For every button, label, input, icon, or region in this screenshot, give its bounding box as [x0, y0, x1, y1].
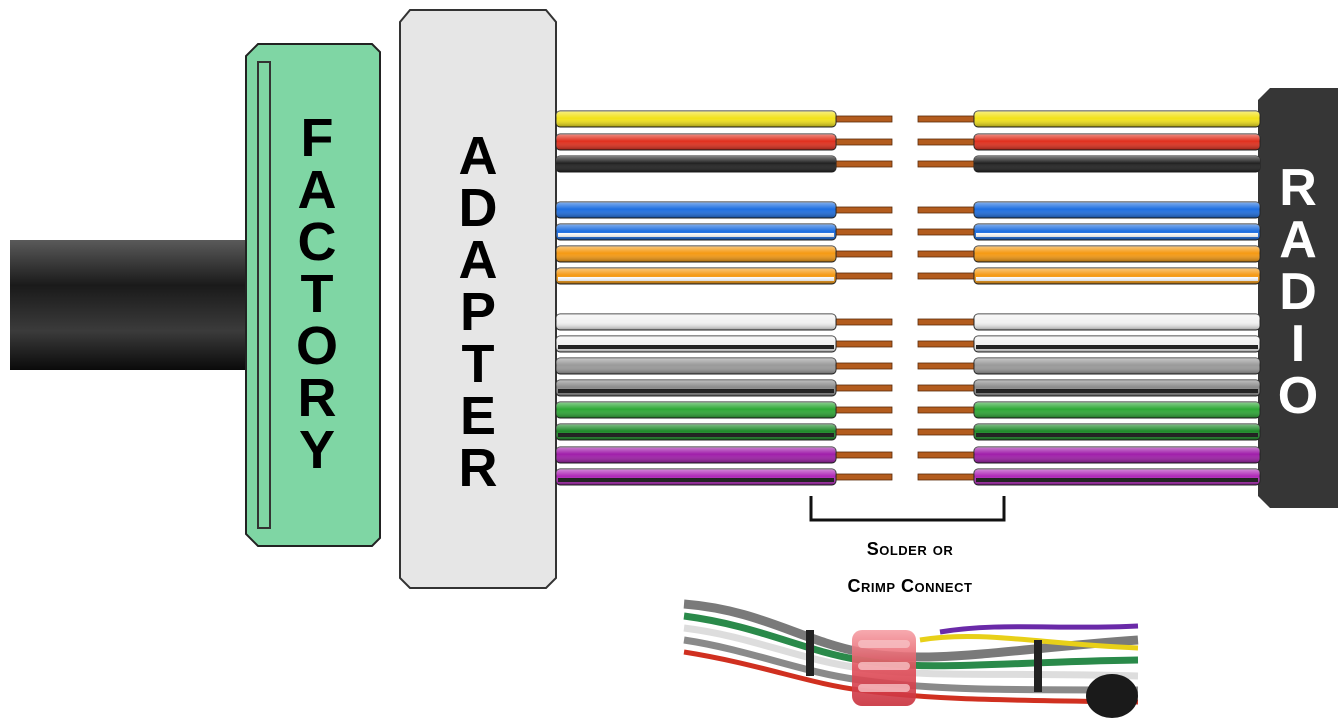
adapter-label: A D A P T E R: [458, 126, 498, 498]
wire-gray-black-copper-left: [834, 384, 893, 392]
wire-green-black: [555, 423, 1261, 441]
crimp-connector-illustration: [683, 592, 1139, 721]
wire-violet: [555, 446, 1261, 464]
factory-cable: [10, 240, 255, 370]
wire-black-left-shine: [556, 156, 836, 172]
caption-solder: Solder or: [866, 539, 954, 559]
wire-violet-right-shine: [974, 447, 1260, 463]
wire-violet-black: [555, 468, 1261, 486]
wire-yellow-right-shine: [974, 111, 1260, 127]
wire-violet-copper-right: [917, 451, 976, 459]
wire-black-right-shine: [974, 156, 1260, 172]
wire-gray-right-shine: [974, 358, 1260, 374]
factory-plug-slot: [257, 61, 271, 529]
wire-blue-white-copper-left: [834, 228, 893, 236]
wire-gray-black-copper-right: [917, 384, 976, 392]
wire-blue-copper-left: [834, 206, 893, 214]
wire-blue: [555, 201, 1261, 219]
wire-green-left-shine: [556, 402, 836, 418]
wire-red-copper-right: [917, 138, 976, 146]
connection-bracket: [809, 496, 1006, 522]
wire-red-right-shine: [974, 134, 1260, 150]
radio-block: [1258, 88, 1338, 508]
wire-orange-right-shine: [974, 246, 1260, 262]
wire-gray-copper-right: [917, 362, 976, 370]
wire-orange: [555, 245, 1261, 263]
wire-violet-black-copper-left: [834, 473, 893, 481]
wire-black-copper-left: [834, 160, 893, 168]
wire-blue-white: [555, 223, 1261, 241]
wire-gray-left-shine: [556, 358, 836, 374]
wire-orange-white-copper-right: [917, 272, 976, 280]
wire-yellow: [555, 110, 1261, 128]
factory-plug: [245, 43, 381, 547]
wire-green-copper-right: [917, 406, 976, 414]
wire-black: [555, 155, 1261, 173]
wire-green-copper-left: [834, 406, 893, 414]
wire-white-copper-right: [917, 318, 976, 326]
wire-blue-white-right-shine: [974, 224, 1260, 240]
wire-orange-copper-left: [834, 250, 893, 258]
wire-blue-white-left-shine: [556, 224, 836, 240]
wire-white-black: [555, 335, 1261, 353]
wire-yellow-copper-left: [834, 115, 893, 123]
wire-violet-black-copper-right: [917, 473, 976, 481]
wires: [555, 110, 1261, 486]
wire-white-black-left-shine: [556, 336, 836, 352]
radio-label: R A D I O: [1277, 159, 1319, 425]
wire-red-left-shine: [556, 134, 836, 150]
wire-yellow-copper-right: [917, 115, 976, 123]
wire-green-black-right-shine: [974, 424, 1260, 440]
wire-red-copper-left: [834, 138, 893, 146]
wire-green-right-shine: [974, 402, 1260, 418]
wire-orange-white-copper-left: [834, 272, 893, 280]
wire-gray-copper-left: [834, 362, 893, 370]
wire-violet-copper-left: [834, 451, 893, 459]
wire-yellow-left-shine: [556, 111, 836, 127]
wire-violet-black-left-shine: [556, 469, 836, 485]
factory-label: F A C T O R Y: [295, 108, 338, 480]
wire-violet-left-shine: [556, 447, 836, 463]
wire-white-left-shine: [556, 314, 836, 330]
wire-green: [555, 401, 1261, 419]
wire-blue-right-shine: [974, 202, 1260, 218]
wire-blue-copper-right: [917, 206, 976, 214]
wire-white-black-copper-right: [917, 340, 976, 348]
wire-orange-white-right-shine: [974, 268, 1260, 284]
wire-orange-white: [555, 267, 1261, 285]
wire-violet-black-right-shine: [974, 469, 1260, 485]
wire-black-copper-right: [917, 160, 976, 168]
wire-white-black-copper-left: [834, 340, 893, 348]
caption-crimp-connect: Crimp Connect: [847, 576, 973, 596]
wire-orange-left-shine: [556, 246, 836, 262]
wire-blue-left-shine: [556, 202, 836, 218]
wire-green-black-copper-left: [834, 428, 893, 436]
wire-gray: [555, 357, 1261, 375]
wire-white-right-shine: [974, 314, 1260, 330]
wire-green-black-left-shine: [556, 424, 836, 440]
wire-orange-white-left-shine: [556, 268, 836, 284]
wire-gray-black-right-shine: [974, 380, 1260, 396]
wire-red: [555, 133, 1261, 151]
wire-gray-black: [555, 379, 1261, 397]
wire-white-black-right-shine: [974, 336, 1260, 352]
adapter-block: [399, 9, 557, 589]
wire-white: [555, 313, 1261, 331]
wire-orange-copper-right: [917, 250, 976, 258]
wire-blue-white-copper-right: [917, 228, 976, 236]
wire-white-copper-left: [834, 318, 893, 326]
wire-green-black-copper-right: [917, 428, 976, 436]
wire-gray-black-left-shine: [556, 380, 836, 396]
